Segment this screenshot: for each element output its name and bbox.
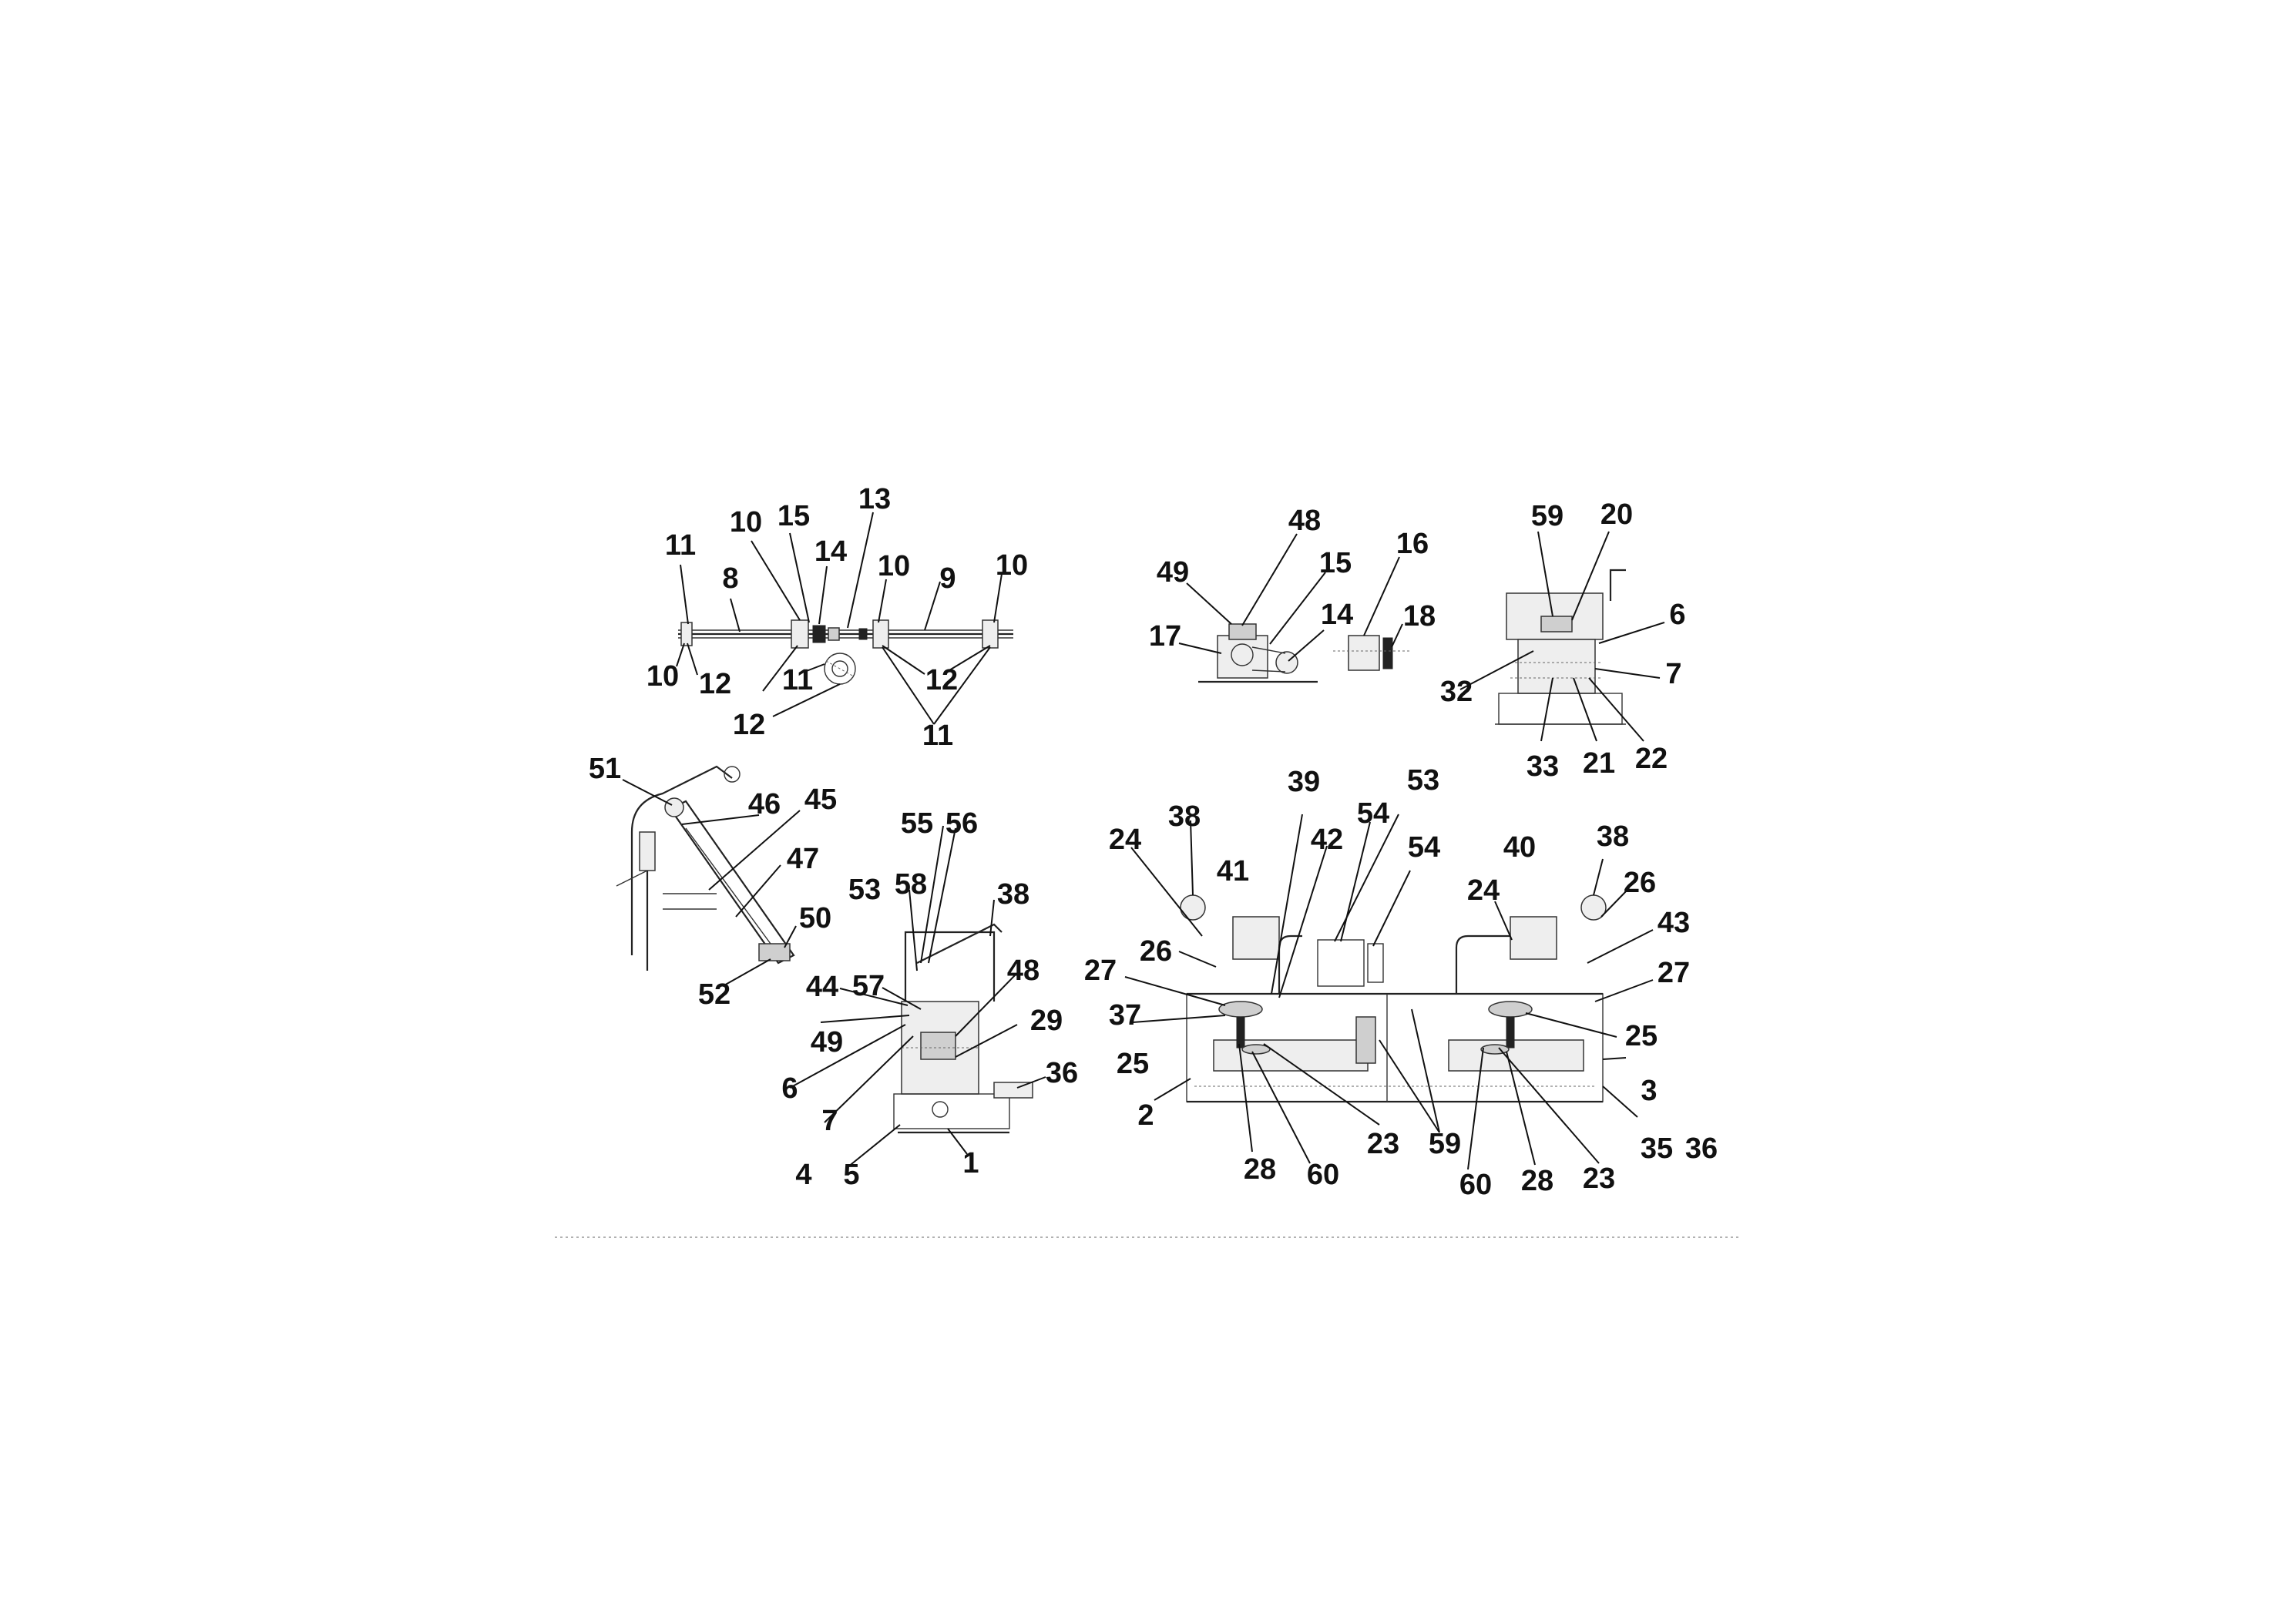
callout-label: 16 <box>1396 528 1429 560</box>
callout-label: 12 <box>733 709 765 741</box>
callout-label: 54 <box>1408 831 1440 864</box>
callout-label: 37 <box>1109 999 1141 1032</box>
callout-label: 11 <box>665 529 696 562</box>
callout-label: 1 <box>962 1147 979 1179</box>
callout-label: 27 <box>1084 955 1117 987</box>
callout-label: 28 <box>1521 1165 1553 1197</box>
callout-label: 52 <box>698 978 731 1011</box>
callout-label: 60 <box>1459 1169 1492 1201</box>
leader-lines <box>622 512 1665 1170</box>
callout-label: 25 <box>1117 1048 1149 1080</box>
callout-label: 35 <box>1641 1132 1673 1165</box>
callout-label: 10 <box>878 550 910 582</box>
callout-label: 4 <box>795 1159 811 1191</box>
callout-label: 48 <box>1288 505 1321 537</box>
callout-label: 21 <box>1583 747 1615 780</box>
callout-label: 17 <box>1149 620 1181 653</box>
callout-label: 9 <box>939 562 956 595</box>
callout-label: 45 <box>804 783 837 816</box>
callout-label: 2 <box>1137 1099 1154 1132</box>
callout-label: 26 <box>1140 935 1172 968</box>
callout-label: 48 <box>1007 955 1040 987</box>
callout-label: 57 <box>852 970 885 1002</box>
callout-labels: 11 8 10 15 14 13 10 9 10 10 12 11 12 12 … <box>589 483 1718 1201</box>
drive-unit-view <box>1198 623 1410 683</box>
callout-label: 60 <box>1307 1159 1339 1191</box>
callout-label: 36 <box>1046 1057 1078 1089</box>
callout-label: 6 <box>1669 599 1685 631</box>
callout-label: 24 <box>1109 824 1141 856</box>
callout-label: 10 <box>647 660 679 693</box>
callout-label: 36 <box>1685 1132 1718 1165</box>
callout-label: 56 <box>945 807 978 840</box>
callout-label: 12 <box>925 664 958 696</box>
callout-label: 6 <box>781 1072 798 1105</box>
callout-label: 38 <box>1597 820 1629 853</box>
shaft-assembly-view <box>678 619 1013 685</box>
callout-label: 50 <box>799 902 831 934</box>
callout-label: 53 <box>1407 764 1439 797</box>
callout-label: 7 <box>1665 658 1681 690</box>
callout-label: 15 <box>1319 547 1352 579</box>
callout-label: 58 <box>895 868 927 901</box>
lifting-frame-view <box>893 923 1033 1134</box>
callout-label: 11 <box>782 664 813 696</box>
callout-label: 28 <box>1244 1153 1276 1186</box>
callout-label: 23 <box>1367 1128 1399 1160</box>
callout-label: 49 <box>811 1026 843 1059</box>
callout-label: 5 <box>843 1159 859 1191</box>
callout-label: 10 <box>996 549 1028 582</box>
callout-label: 13 <box>858 483 891 515</box>
callout-label: 38 <box>997 878 1029 911</box>
callout-label: 3 <box>1641 1075 1657 1107</box>
callout-label: 27 <box>1658 957 1690 989</box>
callout-label: 51 <box>589 753 621 785</box>
callout-label: 47 <box>787 843 819 875</box>
callout-label: 44 <box>806 971 838 1003</box>
pump-housing-view <box>1495 569 1626 725</box>
callout-label: 10 <box>730 506 762 539</box>
callout-label: 20 <box>1600 498 1633 531</box>
callout-label: 11 <box>922 720 953 752</box>
callout-label: 18 <box>1403 600 1436 632</box>
main-machine-view <box>1180 894 1607 1103</box>
callout-label: 54 <box>1357 797 1389 830</box>
callout-label: 41 <box>1217 855 1249 887</box>
callout-label: 38 <box>1168 800 1201 833</box>
callout-label: 42 <box>1311 824 1343 856</box>
callout-label: 14 <box>1321 599 1353 631</box>
callout-label: 8 <box>722 562 738 595</box>
callout-label: 40 <box>1503 831 1536 864</box>
callout-label: 14 <box>814 535 847 568</box>
callout-label: 59 <box>1531 500 1563 532</box>
callout-label: 55 <box>901 807 933 840</box>
callout-label: 39 <box>1288 766 1320 798</box>
callout-label: 25 <box>1625 1020 1658 1052</box>
callout-label: 26 <box>1624 867 1656 899</box>
callout-label: 59 <box>1429 1128 1461 1160</box>
callout-label: 33 <box>1527 750 1559 783</box>
callout-label: 7 <box>821 1105 838 1137</box>
callout-label: 32 <box>1440 676 1473 708</box>
callout-label: 46 <box>748 788 781 820</box>
boom-arm-view <box>616 765 795 971</box>
callout-label: 53 <box>848 874 881 906</box>
callout-label: 43 <box>1658 907 1690 939</box>
callout-label: 24 <box>1467 874 1500 907</box>
callout-label: 22 <box>1635 743 1668 775</box>
callout-label: 15 <box>778 500 810 532</box>
callout-label: 12 <box>699 668 731 700</box>
callout-label: 29 <box>1030 1005 1063 1037</box>
callout-label: 49 <box>1157 556 1189 589</box>
callout-label: 23 <box>1583 1163 1615 1195</box>
